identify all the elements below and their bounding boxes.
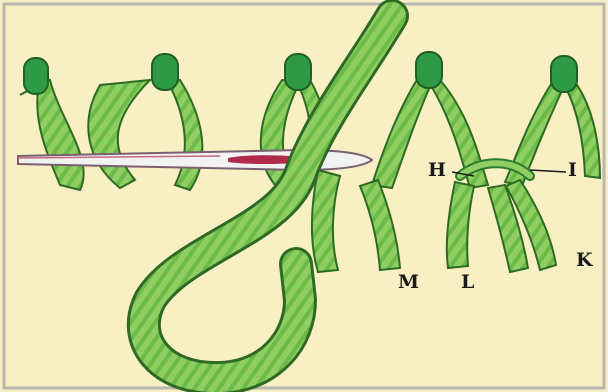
label-k: K: [576, 251, 593, 270]
label-m: M: [398, 273, 419, 292]
label-l: L: [461, 273, 474, 292]
label-h: H: [428, 161, 446, 180]
label-i: I: [568, 161, 577, 180]
